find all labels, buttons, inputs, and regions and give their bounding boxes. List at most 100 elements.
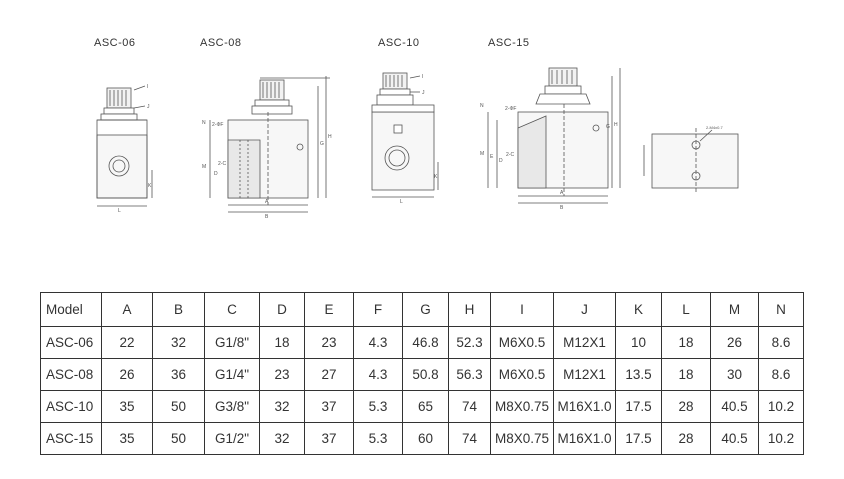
label-e-asc15: E xyxy=(490,154,494,160)
table-cell: 60 xyxy=(402,422,449,455)
drawing-asc-08: 2-ΦF A B G H M N D 2-C xyxy=(202,76,332,220)
label-d-asc08: D xyxy=(214,171,218,177)
table-cell: 17.5 xyxy=(615,422,662,455)
table-cell: 40.5 xyxy=(710,422,759,455)
col-header: A xyxy=(101,292,153,327)
table-cell: 18 xyxy=(661,326,711,359)
table-cell: 10 xyxy=(615,326,662,359)
table-cell: 74 xyxy=(448,390,491,423)
table-cell: 28 xyxy=(661,390,711,423)
col-header: J xyxy=(553,292,616,327)
col-header: N xyxy=(758,292,804,327)
table-row: ASC-10 35 50 G3/8" 32 37 5.3 65 74 M8X0.… xyxy=(40,390,804,423)
table-cell: 30 xyxy=(710,358,759,391)
model-label-asc-08: ASC-08 xyxy=(200,37,242,49)
table-cell: 26 xyxy=(101,358,153,391)
table-cell: ASC-15 xyxy=(40,422,102,455)
col-header: B xyxy=(152,292,205,327)
label-l-asc06: L xyxy=(118,208,121,214)
table-cell: M6X0.5 xyxy=(490,358,554,391)
label-k-asc06: K xyxy=(148,183,152,189)
table-cell: 13.5 xyxy=(615,358,662,391)
model-label-asc-15: ASC-15 xyxy=(488,37,530,49)
table-row: ASC-06 22 32 G1/8" 18 23 4.3 46.8 52.3 M… xyxy=(40,326,804,359)
table-cell: 65 xyxy=(402,390,449,423)
table-cell: 5.3 xyxy=(353,422,403,455)
col-header: I xyxy=(490,292,554,327)
drawing-asc-06: I J K L xyxy=(96,84,153,214)
table-cell: 35 xyxy=(101,390,153,423)
table-cell: 23 xyxy=(259,358,305,391)
model-label-asc-06: ASC-06 xyxy=(94,37,136,49)
label-f-asc08: 2-ΦF xyxy=(212,122,224,128)
label-m-asc15: M xyxy=(480,151,484,157)
spec-table: Model A B C D E F G H I J K L M N ASC-06… xyxy=(40,292,804,455)
table-cell: M12X1 xyxy=(553,358,616,391)
col-header: D xyxy=(259,292,305,327)
table-cell: 32 xyxy=(259,422,305,455)
label-g-asc15: G xyxy=(606,124,610,130)
table-cell: 40.5 xyxy=(710,390,759,423)
label-n-asc08: N xyxy=(202,120,206,126)
table-row: ASC-08 26 36 G1/4" 23 27 4.3 50.8 56.3 M… xyxy=(40,358,804,391)
table-cell: G1/4" xyxy=(204,358,260,391)
table-cell: 74 xyxy=(448,422,491,455)
table-cell: 32 xyxy=(259,390,305,423)
technical-drawings: I J K L 2-ΦF A B G H M N D 2-C xyxy=(96,67,739,220)
label-a-asc08: A xyxy=(265,199,269,205)
table-cell: ASC-06 xyxy=(40,326,102,359)
table-cell: ASC-10 xyxy=(40,390,102,423)
table-cell: 4.3 xyxy=(353,358,403,391)
table-cell: 8.6 xyxy=(758,326,804,359)
model-label-asc-10: ASC-10 xyxy=(378,37,420,49)
label-b-asc08: B xyxy=(265,214,269,220)
table-cell: 56.3 xyxy=(448,358,491,391)
label-n-asc15: N xyxy=(480,103,484,109)
table-cell: 5.3 xyxy=(353,390,403,423)
table-cell: 26 xyxy=(710,326,759,359)
col-header: F xyxy=(353,292,403,327)
col-header: H xyxy=(448,292,491,327)
col-header: C xyxy=(204,292,260,327)
table-cell: 18 xyxy=(661,358,711,391)
label-c-asc15: 2-C xyxy=(506,152,514,158)
table-header-row: Model A B C D E F G H I J K L M N xyxy=(40,292,804,327)
table-cell: ASC-08 xyxy=(40,358,102,391)
label-k-asc10: K xyxy=(434,174,438,180)
table-cell: M6X0.5 xyxy=(490,326,554,359)
table-cell: 37 xyxy=(304,422,354,455)
table-cell: 27 xyxy=(304,358,354,391)
table-cell: 35 xyxy=(101,422,153,455)
table-cell: 50 xyxy=(152,390,205,423)
col-header: Model xyxy=(40,292,102,327)
drawing-bottom-view: 2-M4x0.7 xyxy=(643,125,739,194)
table-cell: 32 xyxy=(152,326,205,359)
label-mount-thread: 2-M4x0.7 xyxy=(706,125,723,130)
table-cell: 8.6 xyxy=(758,358,804,391)
table-cell: M16X1.0 xyxy=(553,390,616,423)
table-cell: G1/2" xyxy=(204,422,260,455)
table-cell: 18 xyxy=(259,326,305,359)
table-cell: 28 xyxy=(661,422,711,455)
col-header: L xyxy=(661,292,711,327)
label-f-asc15: 2-ΦF xyxy=(505,106,517,112)
col-header: M xyxy=(710,292,759,327)
table-cell: 10.2 xyxy=(758,422,804,455)
drawing-asc-15: 2-ΦF A B G H M E D 2-C N xyxy=(480,67,621,211)
drawing-asc-10: I J K L xyxy=(371,72,439,205)
table-cell: M12X1 xyxy=(553,326,616,359)
table-cell: 17.5 xyxy=(615,390,662,423)
label-j-asc06: J xyxy=(147,104,150,110)
table-cell: M16X1.0 xyxy=(553,422,616,455)
label-h-asc15: H xyxy=(614,122,618,128)
table-cell: 22 xyxy=(101,326,153,359)
table-cell: 23 xyxy=(304,326,354,359)
label-g-asc08: G xyxy=(320,141,324,147)
table-cell: 50.8 xyxy=(402,358,449,391)
table-cell: G1/8" xyxy=(204,326,260,359)
table-cell: 50 xyxy=(152,422,205,455)
label-m-asc08: M xyxy=(202,164,206,170)
label-i-asc10: I xyxy=(422,74,423,80)
table-cell: M8X0.75 xyxy=(490,422,554,455)
label-h-asc08: H xyxy=(328,134,332,140)
